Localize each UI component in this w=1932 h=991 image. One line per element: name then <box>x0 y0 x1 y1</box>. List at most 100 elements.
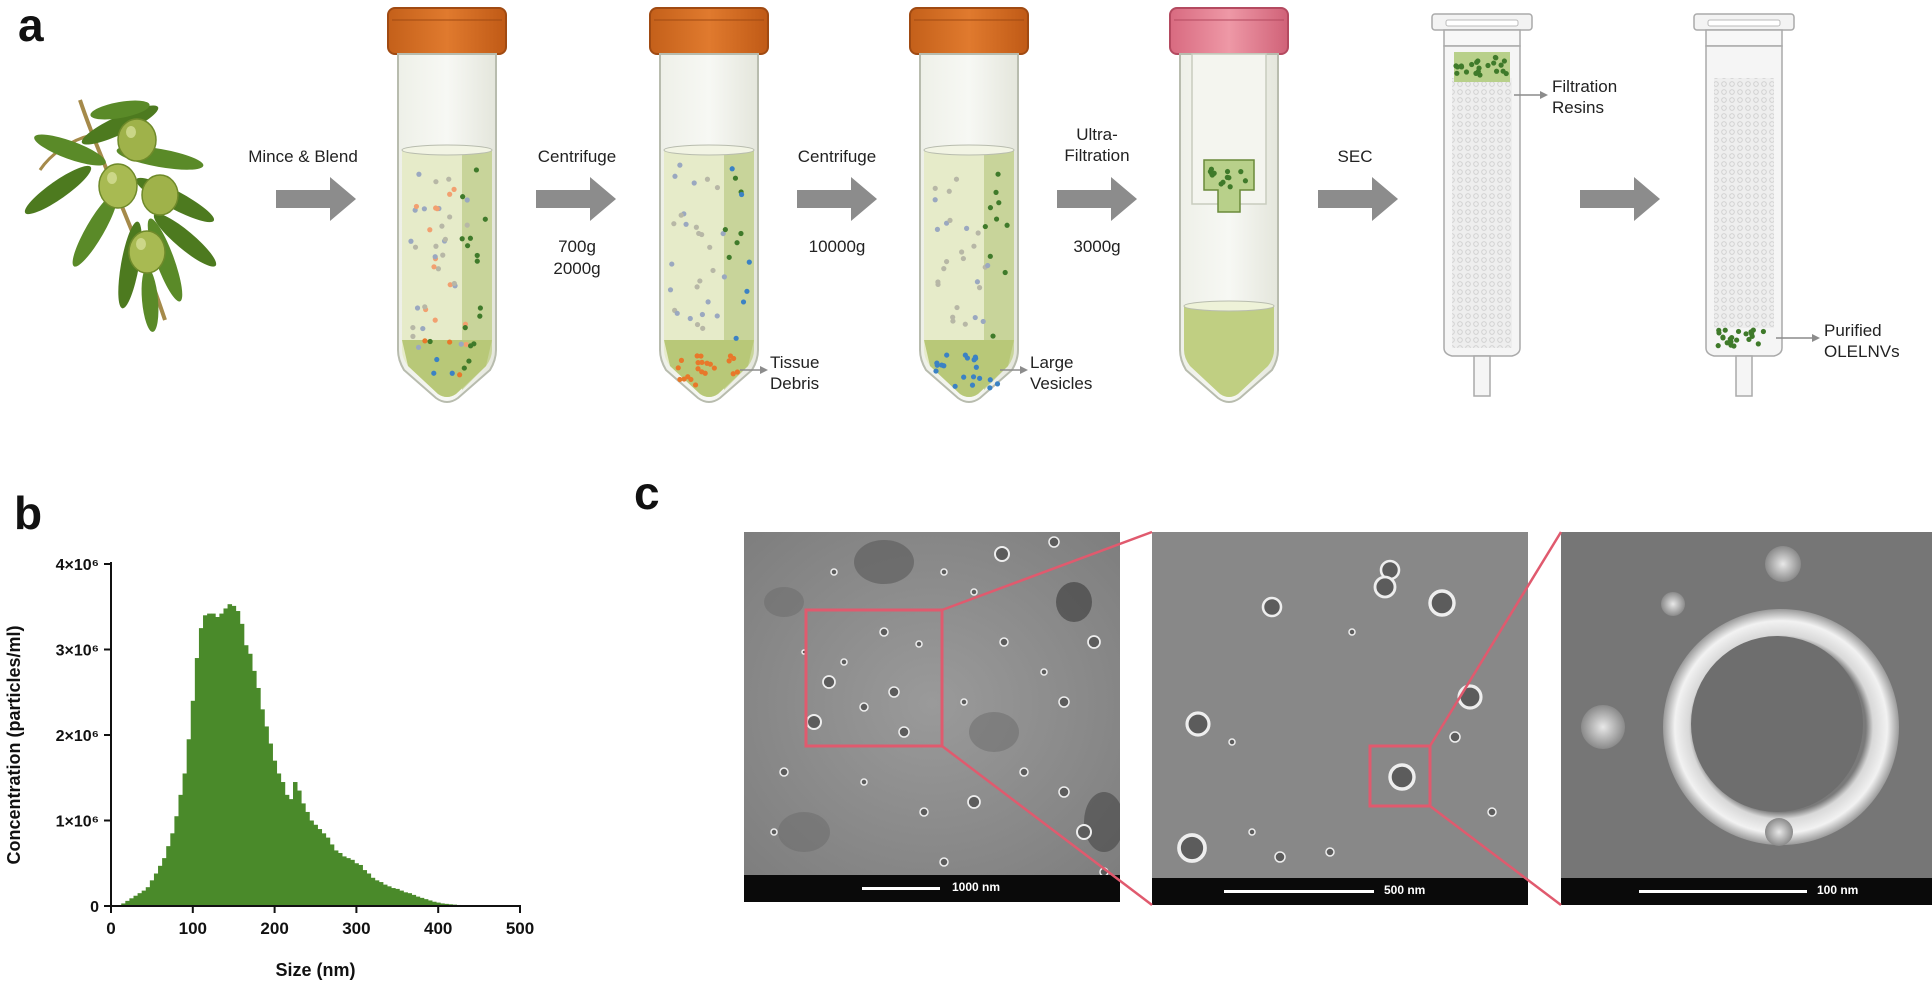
particle-dot <box>451 186 457 192</box>
particle-dot <box>969 382 976 388</box>
histogram-bar <box>272 760 278 906</box>
particle-dot <box>698 353 704 359</box>
particle-dot <box>1463 69 1470 75</box>
scale-bar-2 <box>1224 890 1374 893</box>
particle-dot <box>972 314 978 321</box>
particle-dot <box>994 381 1001 387</box>
particle-dot <box>466 358 472 364</box>
histogram-bar <box>395 888 400 906</box>
histogram-bar <box>313 824 318 906</box>
vesicle-particle <box>1428 589 1456 617</box>
particle-dot <box>675 365 681 371</box>
vesicle-particle <box>1058 696 1070 708</box>
vesicle-particle <box>1185 711 1211 737</box>
vesicle-particle <box>1373 575 1397 599</box>
particle-dot <box>714 184 721 191</box>
vesicle-particle <box>1348 628 1356 636</box>
histogram-bar <box>207 613 212 906</box>
particle-dot <box>973 364 979 370</box>
particle-dot <box>699 311 705 318</box>
histogram-bar <box>419 897 425 906</box>
particle-dot <box>683 221 689 227</box>
particle-dot <box>1493 55 1499 61</box>
particle-dot <box>935 279 941 285</box>
vesicle-particle <box>1228 738 1236 746</box>
particle-dot <box>467 235 474 241</box>
particle-dot <box>707 361 713 367</box>
particle-dot <box>722 226 728 233</box>
particle-dot <box>1731 343 1737 349</box>
param-2000g: 2000g <box>553 259 601 278</box>
histogram-bar <box>411 894 417 906</box>
param-3000g: 3000g <box>1073 237 1121 256</box>
vesicle-particle <box>967 795 981 809</box>
particle-dot <box>412 244 419 250</box>
particle-dot <box>738 191 745 198</box>
particle-dot <box>1715 343 1721 349</box>
tem-image-high-mag: 100 nm <box>1561 532 1932 905</box>
particle-dot <box>461 365 467 371</box>
particle-dot <box>1485 62 1491 69</box>
arrow-icon <box>276 177 356 221</box>
particle-dot <box>681 376 687 382</box>
particle-dot <box>947 217 953 223</box>
annotation-purified-olelnvs: Purified OLELNVs <box>1824 321 1900 361</box>
vesicle-particle <box>840 658 848 666</box>
histogram-bar <box>190 700 196 906</box>
particle-dot <box>987 377 993 383</box>
particle-dot <box>422 304 428 310</box>
particle-dot <box>431 264 437 270</box>
annotation-tissue-debris: Tissue Debris <box>770 353 820 393</box>
histogram-bar <box>440 903 445 906</box>
scale-bar-1 <box>862 887 940 890</box>
particle-dot <box>746 259 752 265</box>
histogram-bar <box>243 645 249 906</box>
particle-dot <box>691 180 697 186</box>
arrow-icon <box>1057 177 1137 221</box>
particle-dot <box>464 243 471 249</box>
particle-dot <box>672 173 678 179</box>
particle-dot <box>1746 336 1752 343</box>
particle-dot <box>1760 328 1767 335</box>
vesicle-particle <box>898 726 910 738</box>
step-params-centrifuge-1: 700g 2000g <box>553 236 600 280</box>
particle-dot <box>459 236 465 242</box>
particle-dot <box>678 212 684 218</box>
histogram-bar <box>354 863 359 906</box>
particle-dot <box>974 279 981 285</box>
olive-branch-icon <box>24 99 217 332</box>
histogram-bar <box>178 794 183 906</box>
vesicle-particle <box>860 778 868 786</box>
tem-micrograph-2 <box>1152 532 1528 878</box>
arrows <box>276 177 1660 221</box>
histogram-bar <box>145 887 151 906</box>
tem-micrograph-1 <box>744 532 1120 875</box>
vesicle-particle <box>1177 833 1207 863</box>
histogram-bar <box>125 900 130 906</box>
histogram-bar <box>297 790 302 906</box>
histogram-bar <box>403 892 408 906</box>
particle-dot <box>950 318 956 324</box>
scale-bar-3 <box>1639 890 1807 893</box>
particle-dot <box>707 244 713 250</box>
step-params-centrifuge-2: 10000g <box>809 236 866 258</box>
histogram-bar <box>415 896 421 906</box>
particle-dot <box>431 370 437 376</box>
particle-dot <box>953 176 960 182</box>
particle-dot <box>442 236 448 242</box>
particle-dot <box>477 313 483 319</box>
histogram-bar <box>337 852 343 906</box>
annotation-large-vesicles: Large Vesicles <box>1030 353 1093 393</box>
histogram-bar <box>137 893 143 906</box>
particle-dot <box>460 194 466 200</box>
particle-dot <box>1743 331 1749 337</box>
histogram-bar <box>158 865 163 906</box>
particle-dot <box>1493 68 1500 74</box>
histogram-bar <box>186 739 192 906</box>
particle-dot <box>482 216 488 222</box>
particle-dot <box>427 338 433 345</box>
vesicle-particle <box>1457 684 1483 710</box>
y-tick-label: 0 <box>90 899 99 916</box>
particle-dot <box>447 282 453 288</box>
histogram-bar <box>149 880 155 906</box>
